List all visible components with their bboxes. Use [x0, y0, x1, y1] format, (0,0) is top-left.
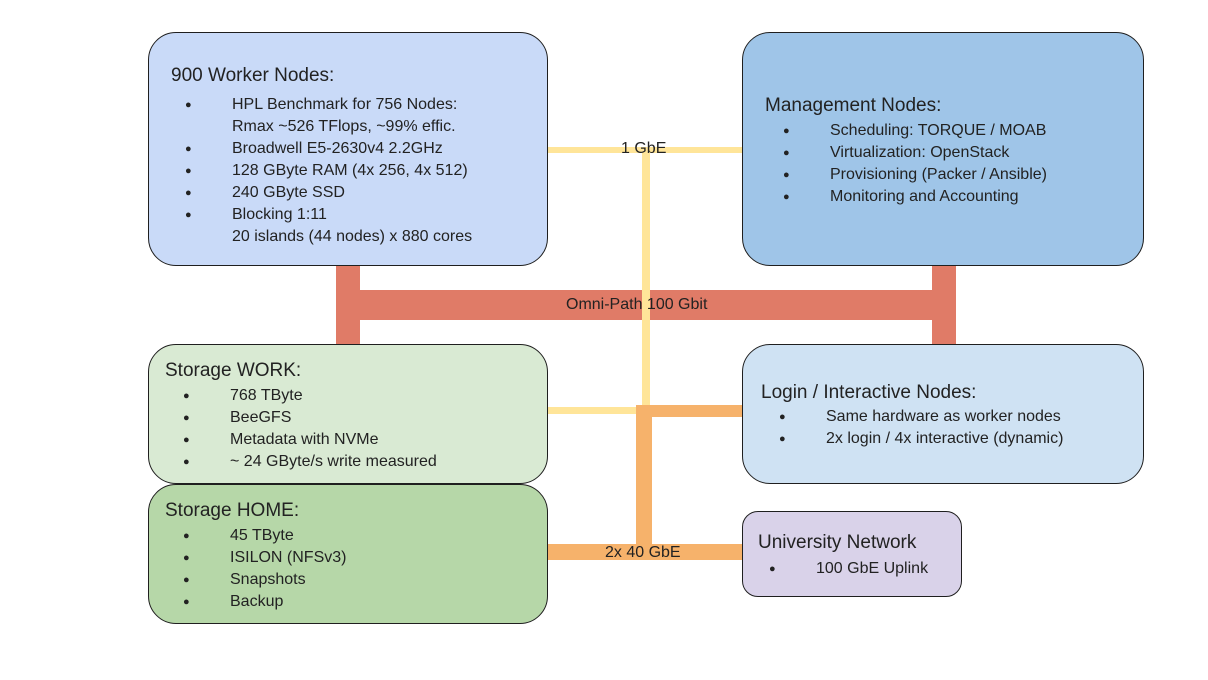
- worker-item-blocking-line1: Blocking 1:11: [232, 206, 327, 223]
- gbe1-label: 1 GbE: [621, 140, 667, 157]
- worker-item-ram-text: 128 GByte RAM (4x 256, 4x 512): [232, 162, 468, 179]
- gbe1-to-storage-work: [548, 407, 646, 414]
- storage-work-box: Storage WORK: 768 TByte BeeGFS Metadata …: [148, 344, 548, 484]
- omnipath-label: Omni-Path 100 Gbit: [566, 296, 708, 313]
- worker-nodes-list: HPL Benchmark for 756 Nodes: Rmax ~526 T…: [185, 94, 472, 248]
- storage-home-item: Backup: [183, 591, 346, 613]
- login-nodes-title: Login / Interactive Nodes:: [761, 382, 977, 403]
- worker-item-ram: 128 GByte RAM (4x 256, 4x 512): [185, 160, 472, 182]
- storage-work-item: Metadata with NVMe: [183, 429, 437, 451]
- worker-nodes-title: 900 Worker Nodes:: [171, 65, 335, 86]
- university-network-item: 100 GbE Uplink: [769, 558, 928, 580]
- management-nodes-box: Management Nodes: Scheduling: TORQUE / M…: [742, 32, 1144, 266]
- management-item: Provisioning (Packer / Ansible): [783, 164, 1047, 186]
- storage-home-list: 45 TByte ISILON (NFSv3) Snapshots Backup: [183, 525, 346, 613]
- management-nodes-title: Management Nodes:: [765, 95, 942, 116]
- gbe1-to-worker: [548, 147, 646, 153]
- management-item: Monitoring and Accounting: [783, 186, 1047, 208]
- storage-work-list: 768 TByte BeeGFS Metadata with NVMe ~ 24…: [183, 385, 437, 473]
- storage-work-item: ~ 24 GByte/s write measured: [183, 451, 437, 473]
- storage-home-item: Snapshots: [183, 569, 346, 591]
- gbe40-to-login: [636, 405, 742, 417]
- storage-home-title: Storage HOME:: [165, 500, 300, 521]
- worker-item-blocking-line2: 20 islands (44 nodes) x 880 cores: [232, 228, 473, 245]
- worker-item-hpl-line2: Rmax ~526 TFlops, ~99% effic.: [232, 118, 456, 135]
- gbe1-to-management: [646, 147, 742, 153]
- storage-work-item: 768 TByte: [183, 385, 437, 407]
- worker-item-hpl: HPL Benchmark for 756 Nodes: Rmax ~526 T…: [185, 94, 472, 138]
- worker-item-cpu-text: Broadwell E5-2630v4 2.2GHz: [232, 140, 443, 157]
- login-item: Same hardware as worker nodes: [779, 406, 1063, 428]
- worker-item-ssd-text: 240 GByte SSD: [232, 184, 345, 201]
- login-nodes-box: Login / Interactive Nodes: Same hardware…: [742, 344, 1144, 484]
- worker-item-blocking: Blocking 1:11 20 islands (44 nodes) x 88…: [185, 204, 472, 248]
- storage-work-title: Storage WORK:: [165, 360, 302, 381]
- gbe40-label: 2x 40 GbE: [605, 544, 681, 561]
- gbe40-vertical: [636, 405, 652, 552]
- university-network-box: University Network 100 GbE Uplink: [742, 511, 962, 597]
- omnipath-drop-management: [932, 266, 956, 344]
- gbe1-links: [548, 147, 742, 414]
- login-item: 2x login / 4x interactive (dynamic): [779, 428, 1063, 450]
- omnipath-drop-worker: [336, 266, 360, 344]
- gbe40-bottom: [548, 544, 742, 560]
- management-item: Virtualization: OpenStack: [783, 142, 1047, 164]
- worker-item-hpl-line1: HPL Benchmark for 756 Nodes:: [232, 96, 458, 113]
- worker-nodes-box: 900 Worker Nodes: HPL Benchmark for 756 …: [148, 32, 548, 266]
- worker-item-cpu: Broadwell E5-2630v4 2.2GHz: [185, 138, 472, 160]
- university-network-title: University Network: [758, 532, 917, 553]
- university-network-list: 100 GbE Uplink: [769, 558, 928, 580]
- login-nodes-list: Same hardware as worker nodes 2x login /…: [779, 406, 1063, 450]
- gbe40-links: [548, 405, 742, 560]
- worker-item-ssd: 240 GByte SSD: [185, 182, 472, 204]
- gbe1-vertical: [642, 147, 650, 411]
- storage-home-box: Storage HOME: 45 TByte ISILON (NFSv3) Sn…: [148, 484, 548, 624]
- management-item: Scheduling: TORQUE / MOAB: [783, 120, 1047, 142]
- storage-home-item: 45 TByte: [183, 525, 346, 547]
- management-nodes-list: Scheduling: TORQUE / MOAB Virtualization…: [783, 120, 1047, 208]
- storage-work-item: BeeGFS: [183, 407, 437, 429]
- storage-home-item: ISILON (NFSv3): [183, 547, 346, 569]
